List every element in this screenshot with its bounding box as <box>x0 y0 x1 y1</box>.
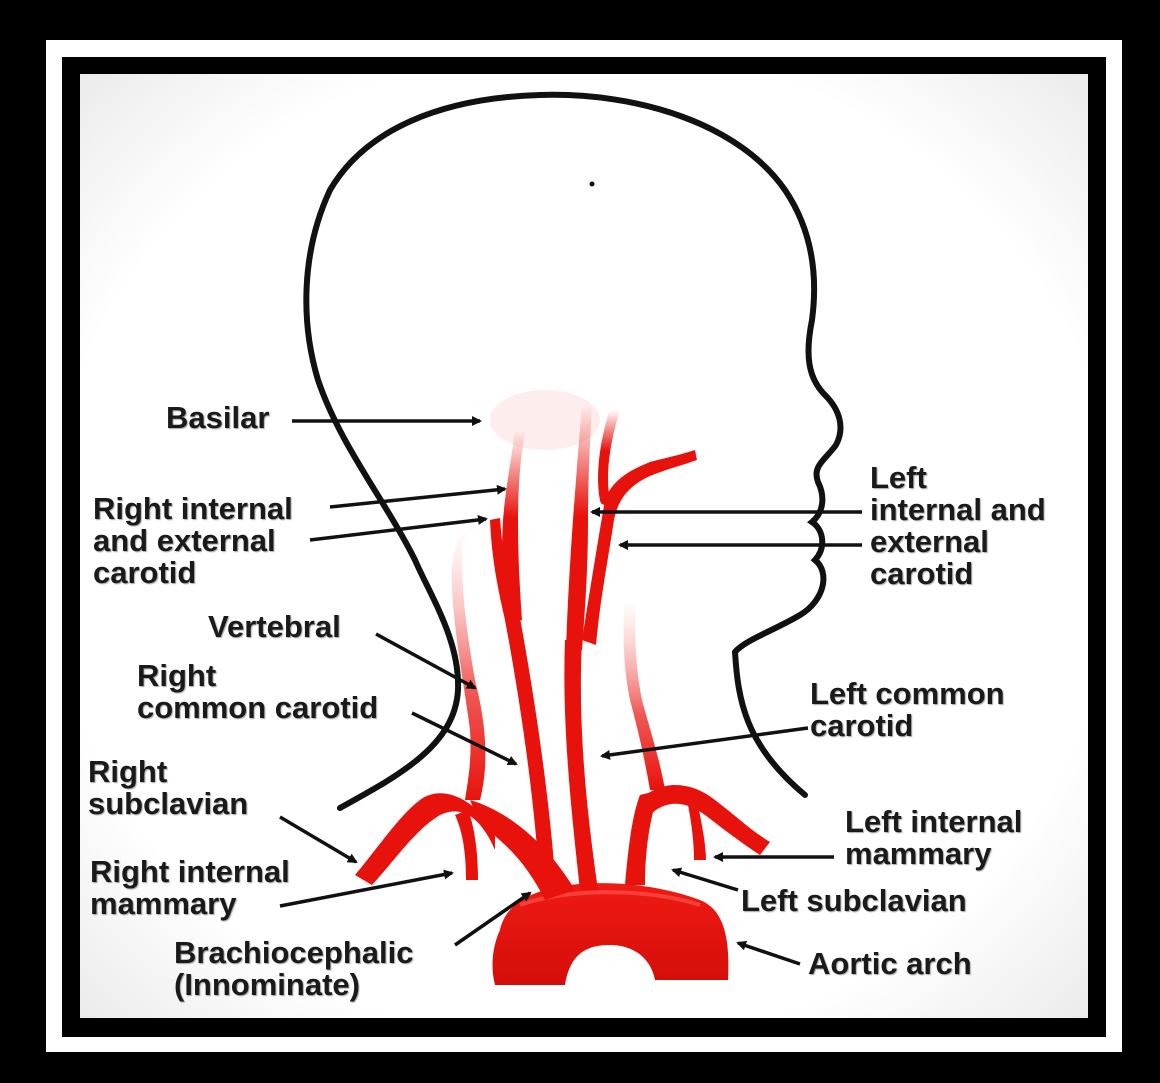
arrow-right-external-carotid <box>310 519 486 540</box>
label-left-internal-mammary: Left internal mammary <box>845 806 1022 870</box>
neck-front-outline <box>735 652 805 795</box>
arrow-right-common-carotid <box>412 713 516 764</box>
label-vertebral: Vertebral <box>208 611 341 643</box>
left-vertebral-artery <box>624 600 665 790</box>
label-basilar: Basilar <box>166 402 269 434</box>
label-right-internal-mammary: Right internal mammary <box>90 856 290 920</box>
label-aortic-arch: Aortic arch <box>808 948 972 980</box>
label-left-subclavian: Left subclavian <box>741 885 967 917</box>
label-left-internal-external-carotid: Left internal and external carotid <box>870 462 1046 590</box>
label-right-common-carotid: Right common carotid <box>137 660 378 724</box>
label-right-subclavian: Right subclavian <box>88 756 248 820</box>
left-common-carotid-artery <box>564 640 598 890</box>
ear-dot <box>590 182 595 187</box>
arrow-left-subclavian <box>673 870 738 890</box>
arrow-right-internal-carotid <box>330 489 505 507</box>
aortic-arch <box>493 883 729 985</box>
brachiocephalic-trunk <box>470 800 575 900</box>
arrow-aortic-arch <box>738 943 800 964</box>
left-subclavian-artery <box>640 785 770 855</box>
label-brachiocephalic: Brachiocephalic (Innominate) <box>174 937 413 1001</box>
label-left-common-carotid: Left common carotid <box>810 678 1005 742</box>
label-right-internal-external-carotid: Right internal and external carotid <box>93 493 293 589</box>
arrow-right-subclavian <box>280 817 356 862</box>
right-internal-mammary-artery <box>455 810 478 880</box>
arrow-left-common-carotid <box>602 728 808 756</box>
